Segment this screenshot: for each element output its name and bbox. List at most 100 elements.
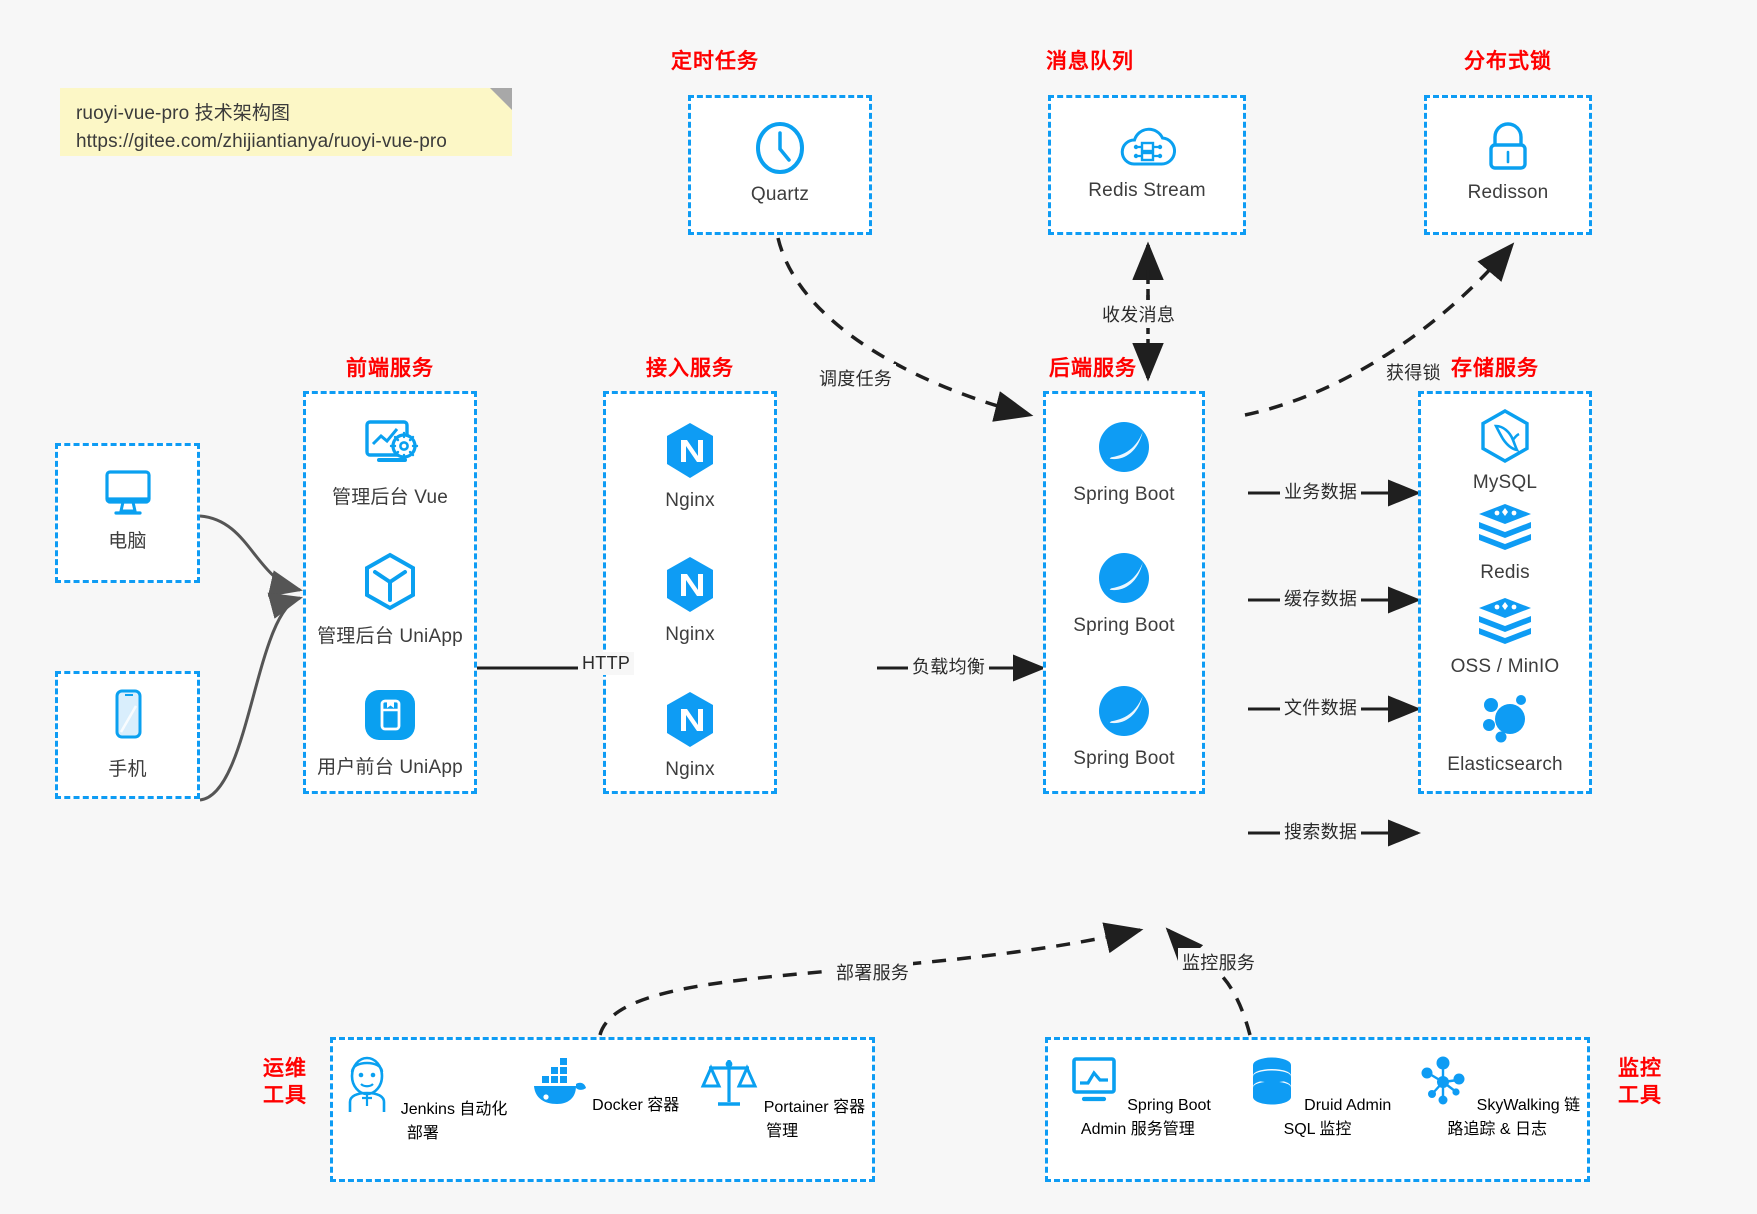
section-title-storage: 存储服务	[1451, 357, 1539, 380]
edge-phone-to-frontend	[199, 592, 303, 802]
node-label: Docker	[592, 1097, 643, 1114]
edge-label-file-data: 文件数据	[1280, 693, 1362, 721]
mysql-dolphin-icon	[1421, 408, 1589, 464]
node-druid-admin[interactable]: Druid Admin SQL 监控	[1228, 1054, 1408, 1139]
node-label: Jenkins	[400, 1101, 455, 1118]
node-user-uniapp[interactable]: 用户前台 UniApp	[306, 686, 474, 779]
node-label: Nginx	[665, 624, 715, 645]
database-icon	[1244, 1057, 1304, 1114]
group-box-monitor-tools[interactable]: Spring Boot Admin 服务管理 Dru	[1045, 1037, 1590, 1182]
object-storage-icon	[1421, 596, 1589, 648]
group-box-computer[interactable]: 电脑	[55, 443, 200, 583]
section-title-message-queue: 消息队列	[1046, 50, 1134, 73]
monitor-chart-icon	[1065, 1057, 1127, 1114]
note-title: ruoyi-vue-pro 技术架构图	[76, 103, 291, 124]
node-nginx-2[interactable]: Nginx	[606, 554, 774, 646]
node-label: Elasticsearch	[1447, 754, 1563, 775]
monitor-gear-icon	[306, 416, 474, 474]
node-label: 手机	[108, 759, 147, 780]
nginx-icon	[606, 689, 774, 751]
node-sublabel: 链路追踪 & 日志	[1447, 1097, 1581, 1138]
smartphone-icon	[58, 688, 197, 746]
node-nginx-1[interactable]: Nginx	[606, 420, 774, 512]
section-title-gateway: 接入服务	[646, 357, 734, 380]
edge-label-cache-data: 缓存数据	[1280, 584, 1362, 612]
nginx-icon	[606, 420, 774, 482]
node-portainer[interactable]: Portainer 容器管理	[692, 1054, 872, 1141]
node-label: SkyWalking	[1476, 1097, 1560, 1114]
node-label: Redisson	[1467, 182, 1549, 203]
sticky-note: ruoyi-vue-pro 技术架构图 https://gitee.com/zh…	[60, 88, 512, 156]
docker-whale-icon	[526, 1058, 592, 1114]
group-box-backend[interactable]: Spring Boot Spring Boot Spring Boot	[1043, 391, 1205, 794]
group-box-gateway[interactable]: Nginx Nginx Nginx	[603, 391, 777, 794]
node-sublabel: 自动化部署	[406, 1101, 508, 1142]
node-admin-vue[interactable]: 管理后台 Vue	[306, 416, 474, 509]
node-nginx-3[interactable]: Nginx	[606, 689, 774, 781]
section-title-scheduled-task: 定时任务	[671, 50, 759, 73]
node-quartz[interactable]: Quartz	[691, 120, 869, 206]
section-title-frontend: 前端服务	[346, 357, 434, 380]
node-label: Spring Boot	[1073, 484, 1175, 505]
edge-label-business-data: 业务数据	[1280, 477, 1362, 505]
node-label: MySQL	[1472, 472, 1538, 493]
spring-boot-icon	[1046, 549, 1202, 607]
clock-icon	[691, 120, 869, 176]
node-label: Nginx	[665, 759, 715, 780]
node-phone[interactable]: 手机	[58, 688, 197, 781]
edge-computer-to-frontend	[199, 514, 303, 597]
cloud-stream-icon	[1051, 120, 1243, 172]
node-label: Spring Boot	[1073, 748, 1175, 769]
node-elasticsearch[interactable]: Elasticsearch	[1421, 692, 1589, 776]
node-skywalking[interactable]: SkyWalking 链路追踪 & 日志	[1407, 1054, 1587, 1139]
node-spring-boot-1[interactable]: Spring Boot	[1046, 418, 1202, 506]
edge-label-send-receive-message: 收发消息	[1098, 300, 1180, 328]
node-redis-stream[interactable]: Redis Stream	[1051, 120, 1243, 202]
edge-monitor-to-backend	[1165, 927, 1252, 1036]
node-oss-minio[interactable]: OSS / MinIO	[1421, 596, 1589, 678]
lock-icon	[1427, 120, 1589, 174]
group-box-storage[interactable]: MySQL Redis	[1418, 391, 1592, 794]
node-redisson[interactable]: Redisson	[1427, 120, 1589, 204]
note-fold-corner	[490, 88, 512, 110]
node-sublabel: SQL 监控	[1283, 1121, 1352, 1138]
group-box-message-queue[interactable]: Redis Stream	[1048, 95, 1246, 235]
node-spring-boot-admin[interactable]: Spring Boot Admin 服务管理	[1048, 1054, 1228, 1139]
scales-icon	[699, 1060, 763, 1116]
node-label: 用户前台 UniApp	[317, 757, 463, 778]
group-box-phone[interactable]: 手机	[55, 671, 200, 799]
node-label: Redis Stream	[1088, 180, 1206, 201]
node-redis[interactable]: Redis	[1421, 502, 1589, 584]
node-docker[interactable]: Docker 容器	[513, 1054, 693, 1115]
redis-stack-icon	[1421, 502, 1589, 554]
jenkins-butler-icon	[338, 1056, 400, 1118]
edge-label-deploy-service: 部署服务	[832, 958, 914, 986]
node-spring-boot-2[interactable]: Spring Boot	[1046, 549, 1202, 637]
monitor-title-line2: 工具	[1618, 1084, 1662, 1108]
node-sublabel: 容器管理	[766, 1099, 866, 1140]
node-label: Spring Boot	[1073, 615, 1175, 636]
node-spring-boot-3[interactable]: Spring Boot	[1046, 682, 1202, 770]
group-box-distributed-lock[interactable]: Redisson	[1424, 95, 1592, 235]
edge-label-http: HTTP	[578, 652, 635, 675]
node-graph-icon	[1414, 1056, 1476, 1114]
group-box-scheduled-task[interactable]: Quartz	[688, 95, 872, 235]
spring-boot-icon	[1046, 682, 1202, 740]
node-admin-uniapp[interactable]: 管理后台 UniApp	[306, 551, 474, 648]
edge-backend-to-lock	[1244, 242, 1515, 417]
node-label: Quartz	[750, 184, 810, 205]
node-label: Portainer	[763, 1099, 829, 1116]
nginx-icon	[606, 554, 774, 616]
elasticsearch-icon	[1421, 692, 1589, 746]
node-label: Druid Admin	[1304, 1097, 1392, 1114]
node-label: Spring Boot Admin	[1080, 1097, 1211, 1138]
node-jenkins[interactable]: Jenkins 自动化部署	[333, 1054, 513, 1143]
node-mysql[interactable]: MySQL	[1421, 408, 1589, 494]
group-box-frontend[interactable]: 管理后台 Vue 管理后台 UniApp 用户前台 UniApp	[303, 391, 477, 794]
desktop-computer-icon	[58, 466, 197, 518]
node-label: 管理后台 UniApp	[317, 626, 463, 647]
edge-label-acquire-lock: 获得锁	[1382, 358, 1445, 386]
group-box-devops-tools[interactable]: Jenkins 自动化部署	[330, 1037, 875, 1182]
node-computer[interactable]: 电脑	[58, 466, 197, 553]
